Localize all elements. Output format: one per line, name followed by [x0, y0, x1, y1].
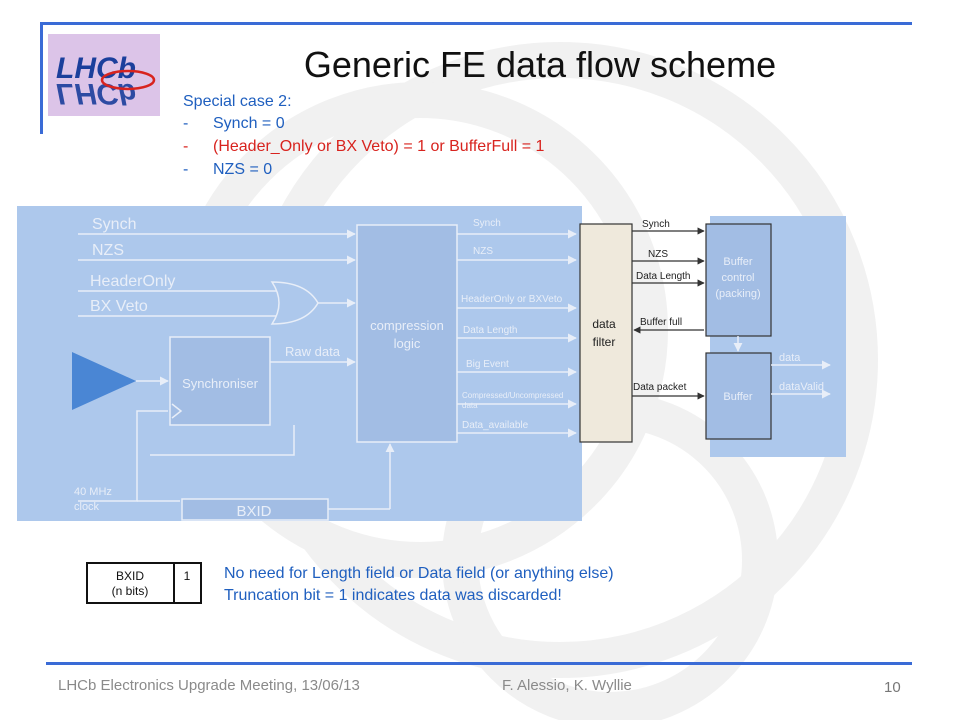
buffer-control-label-2: control	[721, 272, 754, 284]
raw-data-label: Raw data	[285, 344, 341, 359]
note-length-field: No need for Length field or Data field (…	[224, 565, 614, 582]
field-name-line2: (n bits)	[112, 584, 149, 598]
filter-out-data-length: Data Length	[636, 271, 691, 282]
case-subheading: Special case 2:	[183, 93, 292, 110]
bottom-rule	[46, 662, 912, 665]
compression-logic-block	[356, 224, 458, 443]
slide-title: Generic FE data flow scheme	[303, 44, 777, 85]
comp-out-compressed: Compressed/Uncompressed	[462, 391, 563, 400]
input-bx-veto: BX Veto	[90, 298, 148, 315]
amplifier-icon	[72, 352, 136, 410]
comp-out-compressed-2: data	[462, 401, 478, 410]
logo-reflection: LHCb	[56, 77, 136, 110]
page-number: 10	[884, 679, 901, 696]
field-value: 1	[184, 569, 191, 583]
note-truncation-bit: Truncation bit = 1 indicates data was di…	[224, 587, 562, 604]
data-filter-label-2: filter	[593, 335, 616, 349]
bxid-label: BXID	[236, 503, 271, 520]
condition-synch: -Synch = 0	[183, 115, 285, 132]
input-header-only: HeaderOnly	[90, 273, 175, 290]
filter-out-nzs: NZS	[648, 249, 668, 260]
data-filter-label-1: data	[592, 317, 616, 331]
data-filter-block	[579, 223, 633, 443]
synchroniser-label: Synchroniser	[182, 376, 259, 391]
footer-meeting: LHCb Electronics Upgrade Meeting, 13/06/…	[58, 677, 360, 694]
buffer-control-label-1: Buffer	[723, 256, 752, 268]
left-rule	[40, 22, 43, 134]
diagram-left-panel	[17, 206, 582, 521]
buffer-control-block	[705, 223, 772, 337]
synchroniser-block	[169, 336, 271, 426]
or-gate	[270, 281, 319, 325]
buffer-control-label-3: (packing)	[715, 288, 760, 300]
clock-label-1: 40 MHz	[74, 486, 112, 498]
filter-out-data-packet: Data packet	[633, 382, 687, 393]
condition-header-only: -(Header_Only or BX Veto) = 1 or BufferF…	[183, 138, 545, 155]
footer-authors: F. Alessio, K. Wyllie	[502, 677, 632, 694]
compression-label-1: compression	[370, 318, 444, 333]
lhcb-logo: LHCb LHCb	[48, 34, 160, 116]
comp-out-data-available: Data_available	[462, 420, 529, 431]
comp-out-header-bxveto: HeaderOnly or BXVeto	[461, 294, 563, 305]
logo-text: LHCb	[56, 52, 136, 85]
frame-format-table: BXID (n bits) 1	[86, 562, 202, 604]
buffer-block	[705, 352, 772, 440]
condition-nzs: -NZS = 0	[183, 161, 273, 178]
compression-label-2: logic	[394, 336, 421, 351]
buffer-out-data: data	[779, 352, 801, 364]
comp-out-big-event: Big Event	[466, 359, 509, 370]
comp-out-nzs: NZS	[473, 246, 493, 257]
clock-label-2: clock	[74, 501, 100, 513]
input-nzs: NZS	[92, 242, 124, 259]
filter-out-buffer-full: Buffer full	[640, 317, 682, 328]
top-rule	[40, 22, 912, 25]
comp-out-synch: Synch	[473, 218, 501, 229]
comp-out-data-length: Data Length	[463, 325, 518, 336]
buffer-out-datavalid: dataValid	[779, 381, 824, 393]
input-synch: Synch	[92, 216, 136, 233]
field-name-line1: BXID	[116, 569, 144, 583]
filter-out-synch: Synch	[642, 219, 670, 230]
buffer-label: Buffer	[723, 391, 752, 403]
bxid-block	[181, 498, 329, 521]
